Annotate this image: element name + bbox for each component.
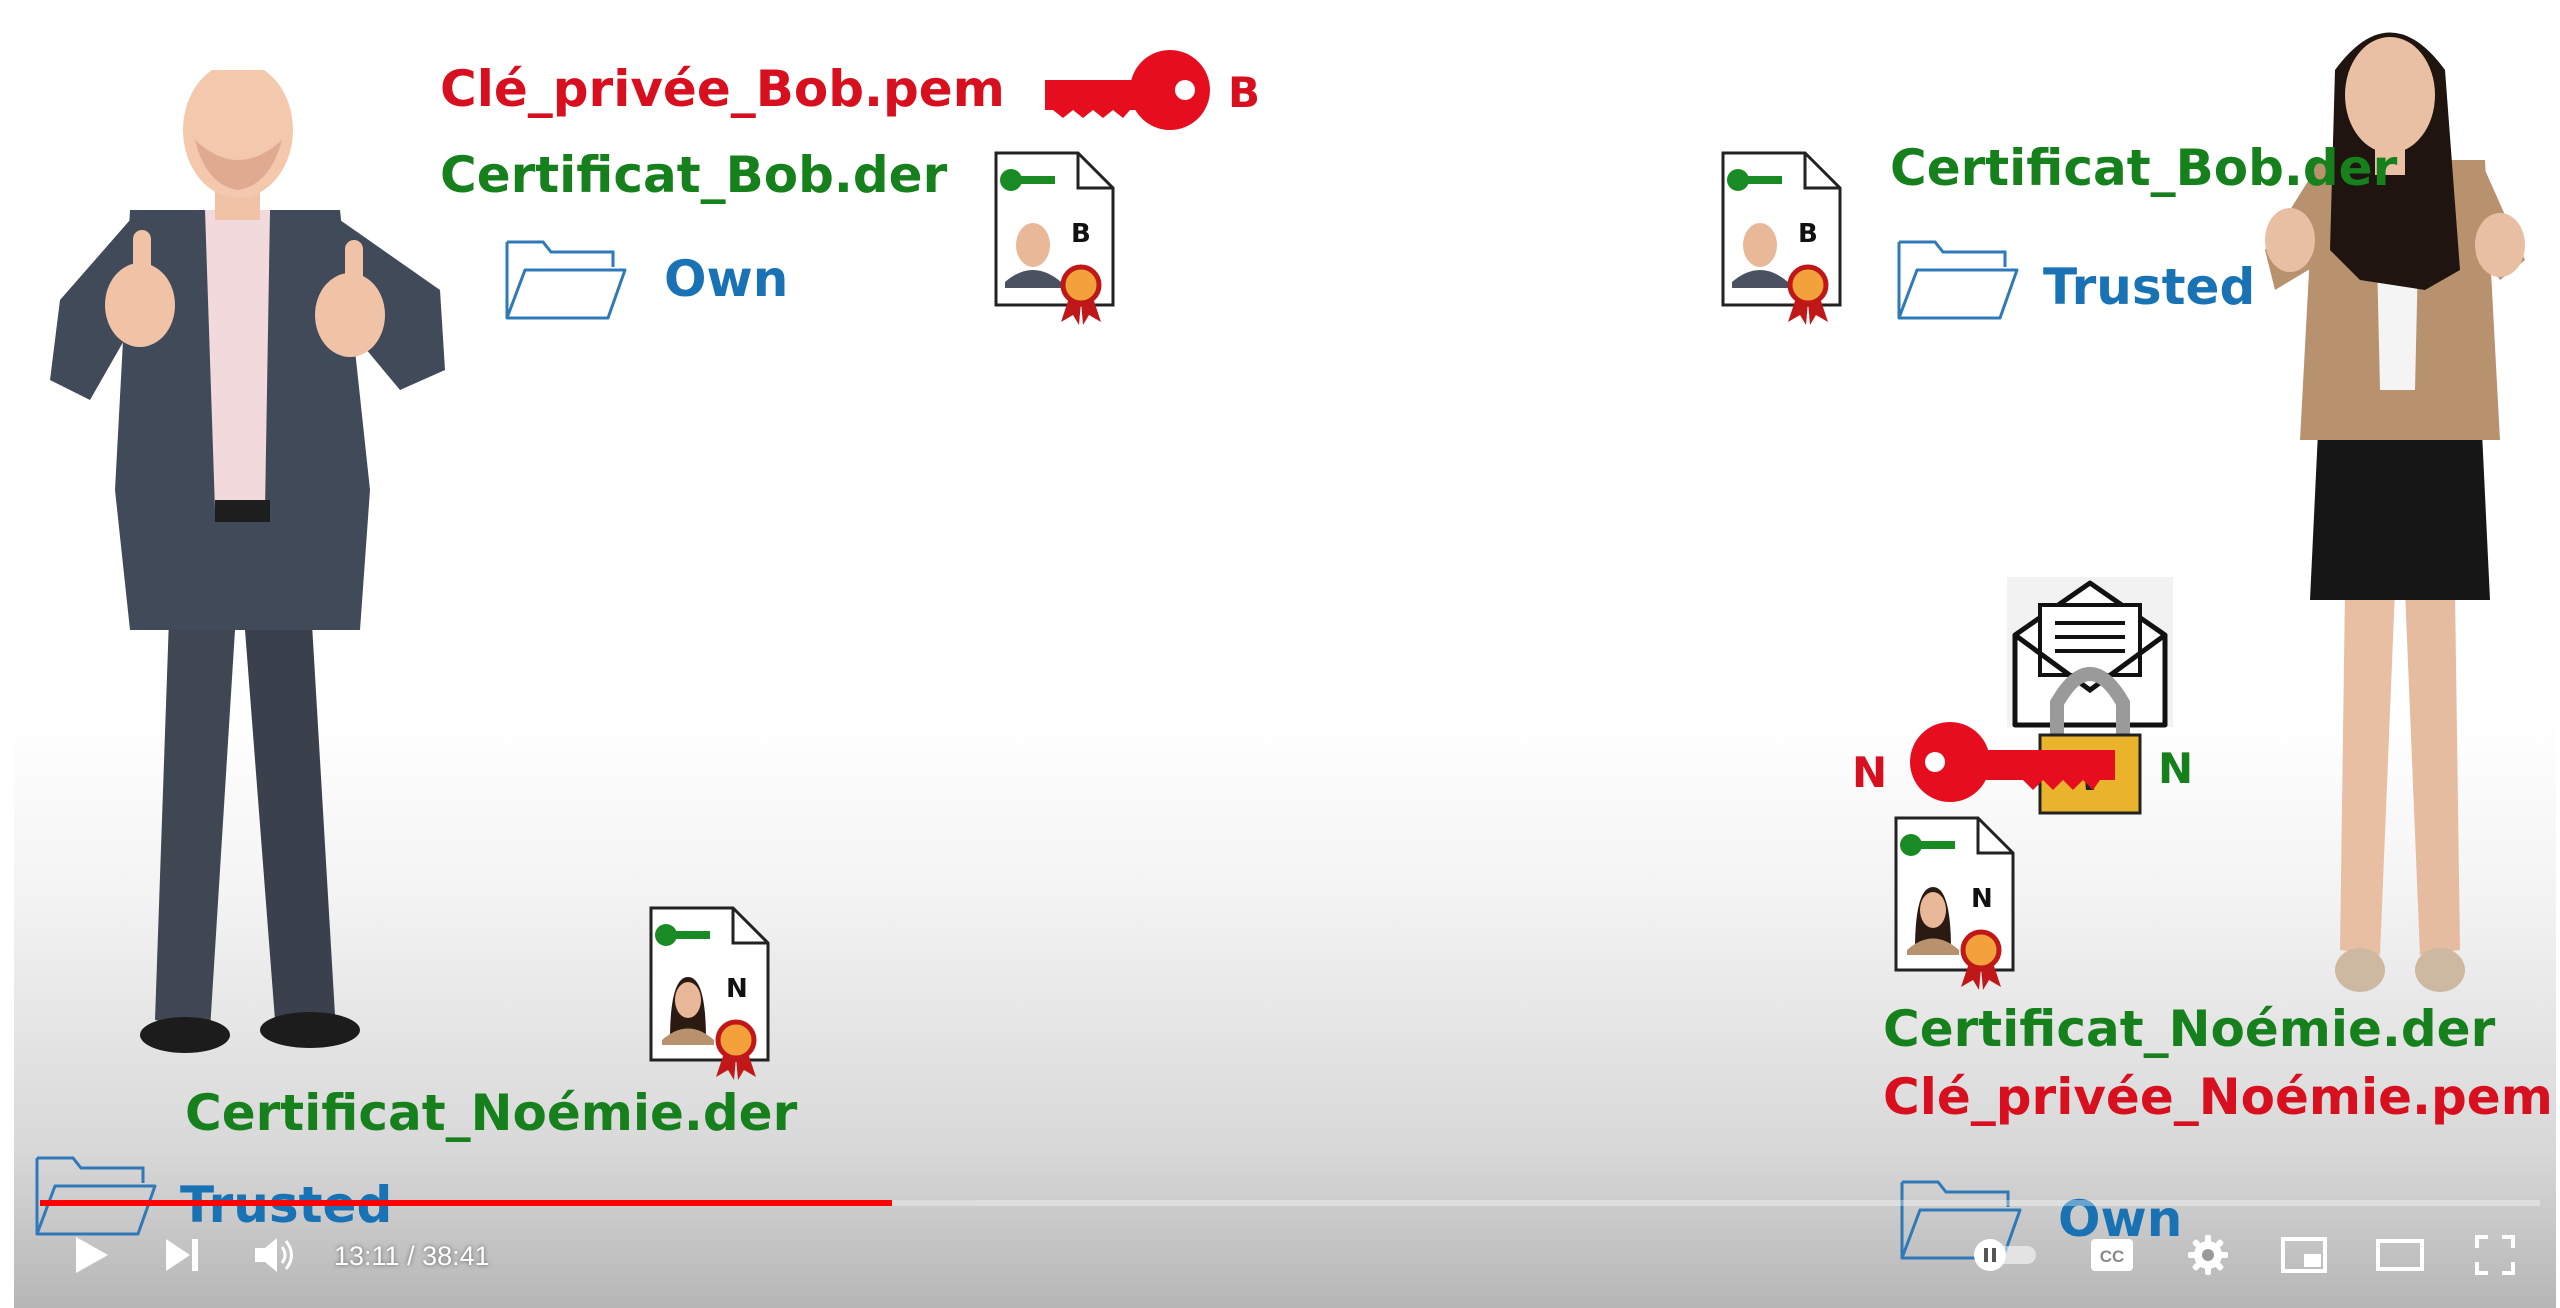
bob-own-folder-label: Own xyxy=(664,250,789,308)
time-display: 13:11 / 38:41 xyxy=(334,1241,490,1271)
fullscreen-icon xyxy=(2475,1235,2515,1275)
folder-icon xyxy=(1897,240,2019,320)
cc-label: CC xyxy=(2100,1247,2125,1266)
bob-private-key-filename: Clé_privée_Bob.pem xyxy=(440,60,1005,118)
trusted-noemie-certificate-document-icon: N xyxy=(649,906,770,1080)
subtitles-button[interactable]: CC xyxy=(2082,1225,2142,1285)
settings-gear-icon xyxy=(2188,1235,2228,1275)
noemie-certificate-filename: Certificat_Noémie.der xyxy=(1883,1000,2496,1058)
noemie-private-key-icon xyxy=(1910,722,2115,802)
key-letter-left: N xyxy=(1852,748,1888,797)
bob-cert-letter: B xyxy=(1071,219,1091,249)
noemie-figure xyxy=(2265,32,2525,992)
right-frame-edge xyxy=(2556,0,2560,1308)
svg-text:N: N xyxy=(1971,884,1993,914)
miniplayer-icon xyxy=(2281,1237,2327,1273)
next-icon xyxy=(166,1239,198,1271)
bob-private-key-icon xyxy=(1045,50,1210,130)
bob-figure xyxy=(50,70,445,1053)
svg-text:N: N xyxy=(726,974,748,1004)
bob-certificate-document-icon: B xyxy=(994,151,1115,325)
play-button[interactable] xyxy=(60,1225,120,1285)
volume-icon xyxy=(255,1238,293,1272)
autoplay-toggle-icon xyxy=(1974,1239,2036,1271)
play-icon xyxy=(76,1237,108,1273)
miniplayer-button[interactable] xyxy=(2274,1225,2334,1285)
noemie-certificate-document-icon: N xyxy=(1894,816,2015,990)
noemie-own-folder-label: Own xyxy=(2058,1190,2183,1248)
autoplay-toggle[interactable] xyxy=(1970,1225,2040,1285)
progress-played xyxy=(40,1200,892,1206)
bob-key-letter: B xyxy=(1228,68,1261,117)
folder-icon xyxy=(505,240,627,320)
bob-certificate-filename: Certificat_Bob.der xyxy=(440,146,948,204)
theater-mode-icon xyxy=(2376,1239,2424,1271)
mute-button[interactable] xyxy=(245,1225,305,1285)
noemie-private-key-filename: Clé_privée_Noémie.pem xyxy=(1883,1068,2553,1126)
fullscreen-button[interactable] xyxy=(2465,1225,2525,1285)
settings-button[interactable] xyxy=(2178,1225,2238,1285)
bob-certificate-document-icon-trusted: B xyxy=(1721,151,1842,325)
folder-icon xyxy=(1900,1180,2022,1260)
trusted-noemie-certificate-filename: Certificat_Noémie.der xyxy=(185,1084,798,1142)
lock-letter-right: N xyxy=(2158,744,2194,793)
progress-bar[interactable] xyxy=(40,1200,2540,1206)
encrypted-envelope-lock-icon xyxy=(2007,577,2173,815)
trusted-bob-certificate-filename: Certificat_Bob.der xyxy=(1890,139,2398,197)
left-frame-edge xyxy=(0,0,14,1308)
next-button[interactable] xyxy=(152,1225,212,1285)
noemie-trusted-folder-label: Trusted xyxy=(2043,258,2256,316)
theater-mode-button[interactable] xyxy=(2370,1225,2430,1285)
cc-icon: CC xyxy=(2091,1239,2133,1271)
svg-text:B: B xyxy=(1798,219,1818,249)
folder-icon xyxy=(35,1156,157,1236)
